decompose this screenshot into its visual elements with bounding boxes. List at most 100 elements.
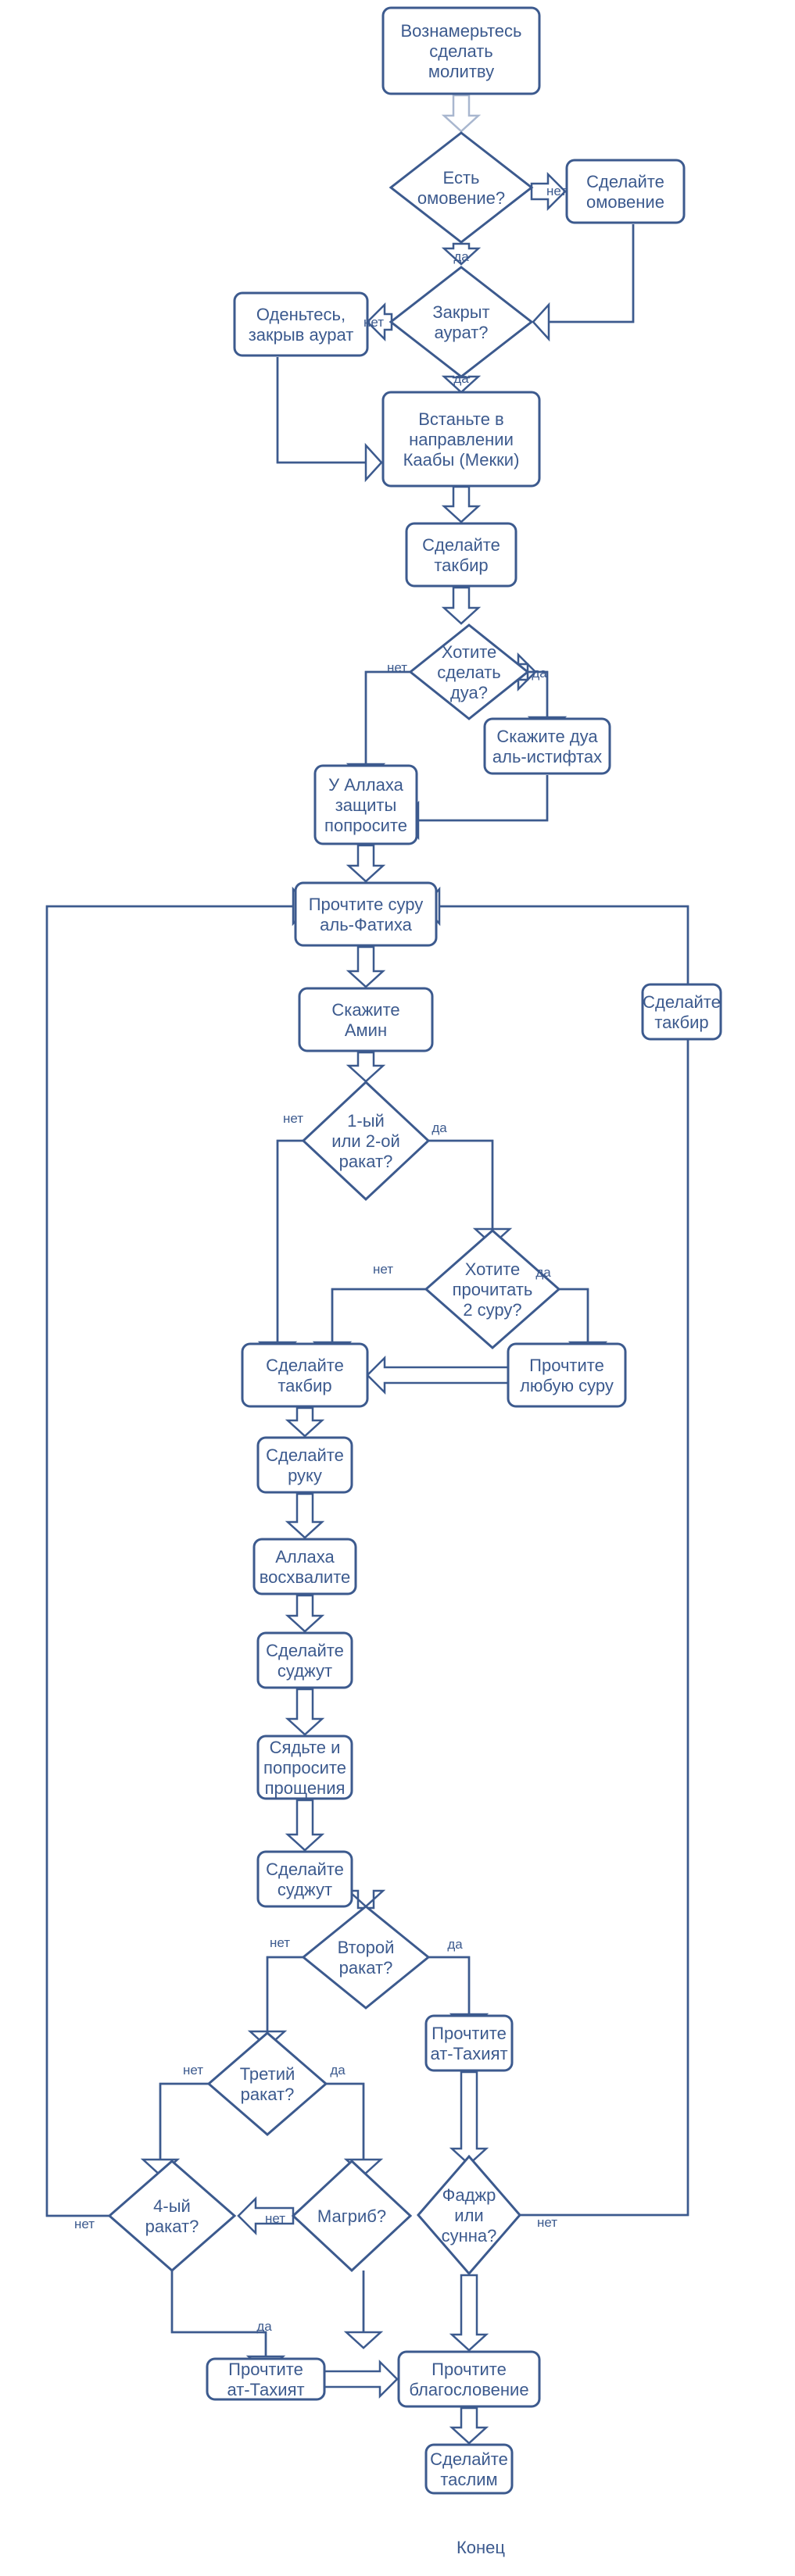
node-text-line: защиты (335, 795, 397, 815)
connector-band-fill (276, 357, 366, 464)
node-text-line: омовение? (417, 188, 505, 208)
down-arrow (449, 2406, 489, 2445)
process-box (381, 6, 541, 95)
decision-diamond (408, 623, 530, 720)
node-text-line: ракат? (339, 1152, 393, 1171)
no-label: нет (283, 1111, 303, 1126)
connector-band (326, 2082, 365, 2160)
connector-band-fill (170, 2271, 267, 2356)
arrow-head (532, 302, 550, 342)
node-text-line: 4-ый (153, 2196, 191, 2216)
node-text-line: Аллаха (275, 1547, 335, 1567)
process-box (424, 2014, 514, 2072)
decision-diamond (107, 2160, 237, 2272)
process-box (381, 391, 541, 488)
node-text-line: Скажите дуа (496, 727, 598, 746)
left-arrow (237, 2195, 295, 2236)
node-text-line: суджут (278, 1880, 332, 1899)
decision-diamond (206, 2031, 328, 2136)
node-text-line: Встаньте в (418, 409, 504, 429)
node-text-line: такбир (278, 1376, 331, 1395)
connector-band-fill (159, 2082, 209, 2160)
process-box (241, 1342, 369, 1408)
decision-diamond (301, 1905, 431, 2010)
process-box (565, 159, 686, 224)
connector-band-fill (428, 1139, 494, 1229)
down-arrow (346, 844, 386, 883)
connector-arrows (45, 94, 689, 2445)
node-text-line: ат-Тахият (430, 2044, 507, 2063)
process-box (256, 1436, 353, 1494)
connector-band-fill (276, 1139, 305, 1342)
node-text-line: сделать (429, 41, 492, 61)
process-box (313, 764, 418, 845)
process-box (256, 1850, 353, 1908)
no-label: нет (537, 2215, 557, 2230)
flowchart-shapes: ВознамерьтесьсделатьмолитвуЕстьомовение?… (107, 6, 722, 2495)
down-arrow (346, 1051, 386, 1083)
process-box (641, 983, 722, 1041)
node-text-line: закрыв аурат (249, 325, 354, 345)
process-box (256, 1631, 353, 1689)
left-arrow (366, 1355, 510, 1395)
yes-label: да (432, 1120, 447, 1135)
yes-label: да (256, 2319, 272, 2334)
node-text-line: Сделайте (586, 172, 664, 191)
arrow-head (343, 2331, 384, 2349)
down-arrow (285, 1799, 325, 1852)
node-text-line: суджут (278, 1661, 332, 1681)
node-text-line: Магриб? (317, 2206, 386, 2226)
node-text-line: таслим (440, 2470, 497, 2489)
node-text-line: Скажите (331, 1000, 399, 1020)
process-box (397, 2350, 541, 2408)
process-box (294, 881, 438, 947)
right-arrow (530, 171, 567, 212)
process-box (256, 1735, 353, 1800)
end-text: Конец (457, 2538, 505, 2557)
connector-band-fill (439, 905, 689, 2217)
node-text-line: Сделайте (422, 535, 500, 555)
node-text-line: попросите (263, 1758, 346, 1777)
connector-band (428, 1956, 471, 2014)
connector-band-fill (331, 1288, 426, 1342)
node-text-line: Прочтите (432, 2024, 507, 2043)
node-text-line: восхвалите (260, 1567, 351, 1587)
node-text-line: аль-истифтах (492, 747, 602, 766)
node-text-line: или 2-ой (331, 1131, 400, 1151)
node-text-line: Сядьте и (270, 1738, 341, 1757)
connector-band-fill (364, 670, 410, 764)
node-text-line: Третий (240, 2064, 295, 2084)
connector-band (428, 1139, 494, 1229)
process-box (206, 2357, 326, 2401)
node-text-line: ракат? (339, 1958, 393, 1978)
node-text-line: аурат? (434, 323, 488, 342)
node-maghrib: Магриб? (291, 2159, 413, 2273)
node-text-line: Фаджр (442, 2185, 496, 2205)
down-arrow (285, 1688, 325, 1736)
down-arrow (346, 945, 386, 988)
connector-band-fill (418, 775, 549, 822)
yes-label: да (532, 666, 547, 681)
connector-band-fill (559, 1288, 589, 1342)
node-text-line: Оденьтесь, (256, 305, 346, 324)
node-text-line: Каабы (Мекки) (403, 450, 520, 470)
down-arrow (285, 1492, 325, 1539)
process-box (424, 2443, 514, 2495)
down-arrow (285, 1594, 325, 1633)
node-text-line: Второй (338, 1938, 395, 1957)
process-box (405, 522, 517, 588)
